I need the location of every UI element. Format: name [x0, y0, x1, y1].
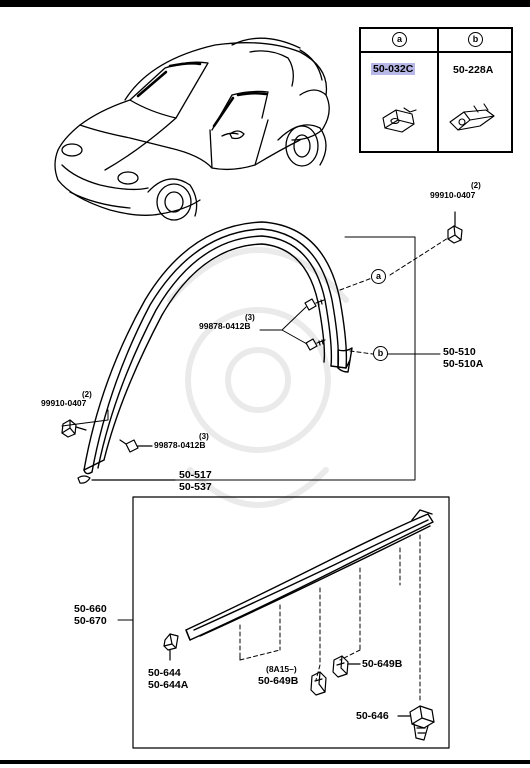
seal-part-number-1[interactable]: 50-517 — [179, 469, 212, 481]
screw-mid-upper — [304, 298, 325, 311]
callout-b[interactable]: b — [373, 346, 388, 361]
bottom-rule — [0, 760, 530, 764]
screw-lower — [119, 439, 153, 453]
molding-part-number-2[interactable]: 50-510A — [443, 358, 484, 370]
legend-part-b[interactable]: 50-228A — [453, 64, 494, 76]
legend-table: a b 50-032C 50-228A — [359, 27, 513, 153]
seal-piece — [77, 475, 176, 484]
leaders — [339, 237, 449, 355]
end-cap-part-number-2[interactable]: 50-644A — [148, 679, 189, 691]
rail-part-number-2[interactable]: 50-670 — [74, 615, 107, 627]
screw-low-qty: (3) — [199, 432, 209, 441]
clip-top-qty: (2) — [471, 181, 481, 190]
clip-left-qty: (2) — [82, 390, 92, 399]
clip-b-left-part — [310, 671, 327, 696]
fastener-part — [397, 705, 435, 741]
legend-part-a[interactable]: 50-032C — [371, 63, 416, 75]
screw-low-part-number[interactable]: 99878-0412B — [154, 440, 206, 450]
callout-a[interactable]: a — [371, 269, 386, 284]
end-cap-part-number-1[interactable]: 50-644 — [148, 667, 181, 679]
legend-header-b: b — [468, 32, 483, 47]
legend-header-a: a — [392, 32, 407, 47]
car-illustration — [54, 37, 330, 221]
rail-part-number-1[interactable]: 50-660 — [74, 603, 107, 615]
legend-divider-vertical — [437, 29, 439, 151]
rail-molding — [185, 509, 434, 701]
seal-part-number-2[interactable]: 50-537 — [179, 481, 212, 493]
clip-top-part-number[interactable]: 99910-0407 — [430, 190, 476, 200]
screw-mid-part-number[interactable]: 99878-0412B — [199, 321, 251, 331]
legend-divider-horizontal — [361, 51, 511, 53]
lower-group-box — [117, 496, 450, 749]
production-note: (8A15–) — [266, 664, 297, 674]
watermark — [167, 247, 349, 508]
upper-group-box — [94, 236, 416, 481]
screw-mid-qty: (3) — [245, 313, 255, 322]
top-rule — [0, 0, 530, 7]
screw-mid-lower — [305, 338, 326, 351]
molding-part-number-1[interactable]: 50-510 — [443, 346, 476, 358]
legend-icon-a — [382, 107, 417, 133]
clip-left-part-number[interactable]: 99910-0407 — [41, 398, 87, 408]
legend-part-a-text: 50-032C — [371, 63, 416, 75]
clip-b-right-part — [332, 655, 361, 678]
clip-left — [61, 419, 87, 438]
roof-molding — [83, 221, 353, 475]
end-cap — [163, 633, 179, 661]
legend-icon-b — [449, 103, 495, 131]
clip-b-left-part-number[interactable]: 50-649B — [258, 675, 299, 687]
clip-b-right-part-number[interactable]: 50-649B — [362, 658, 403, 670]
fastener-part-number[interactable]: 50-646 — [356, 710, 389, 722]
clip-top-right — [447, 211, 463, 244]
